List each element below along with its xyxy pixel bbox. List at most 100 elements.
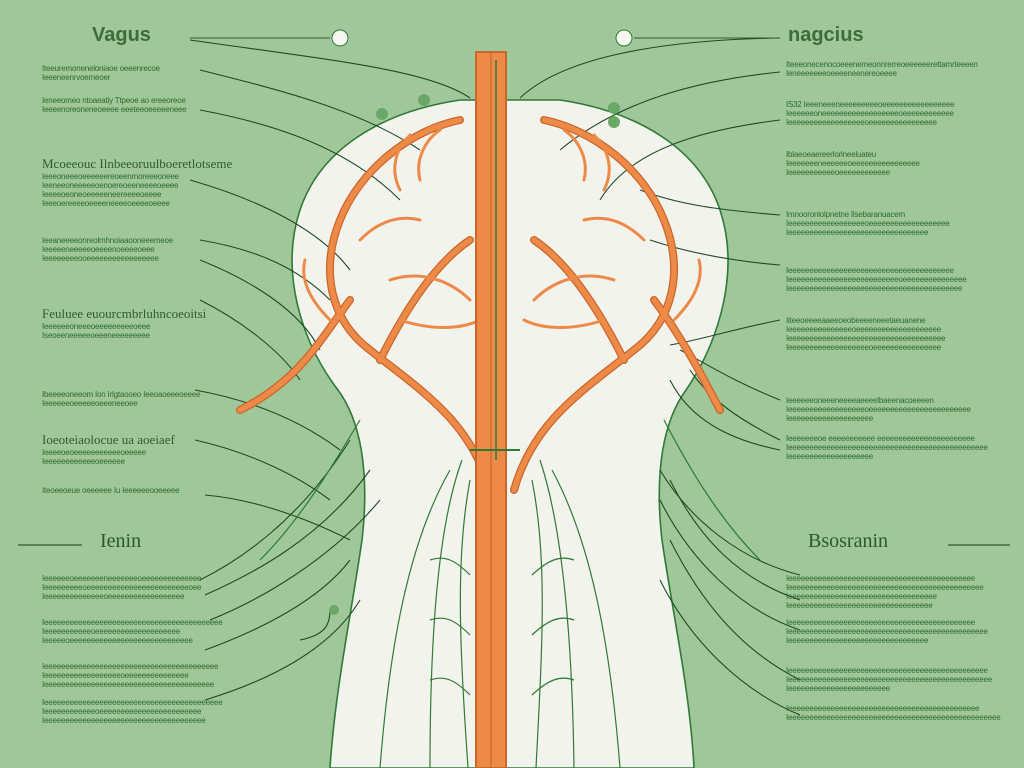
right-annotation-line: Ieeeeeeeeeeeeeeeeeeeeeeeeeeoeeeeeeeeeeee… (786, 275, 967, 284)
right-annotation-line: Ieeeeeeeeeeeeeeeeeeeeeeee (786, 684, 891, 693)
left-annotation-line: Ieeneeoneeeeeoenoereoeeneeeeoeeee (42, 181, 179, 190)
left-annotation-line: Ieeeeeeeeeeeeoeeeeeeeeeeeeeeeeeeeeeeee (42, 707, 202, 716)
right-annotation-line: Ieeeeeeeeeeeeeeeeeeoeeeeeeeeeeeeeeee (786, 118, 937, 127)
left-annotation-line: Ieeeeeeeeeeeeeeeeeeeeeeeeeeeeeeeeeeeeeee… (42, 680, 214, 689)
right-annotation-line: Ieeeeeeeeeeeeeeeeeeee (786, 452, 874, 461)
right-annotation-line: Ieeeeeeeneeeeeeoeeeeeeeeeeeeeeee (786, 159, 920, 168)
left-annotation-line: Ieeeeeeeeeeeeeeoeeeeeeeeeeeeeeeeee (42, 592, 185, 601)
right-annotation-block: Iteeeonecenocoeeenemeonnrerreoeeeeeerett… (786, 60, 978, 78)
right-annotation-block: Ieeeeeeeeeeeeeeeeeeeeeeeeeeeeeeeeeeeeeee… (786, 574, 984, 610)
left-annotation-line: Ieeeoereeeeoeeeeneeeeoeeeeoeeee (42, 199, 170, 208)
left-annotation-heading: Feuluee euourcmbrluhncoeoitsi (42, 306, 207, 321)
left-annotation-line: Ieeeeeeeeeeeeeeeeeeeeeeeeeeeeeeeeeeeeee (42, 716, 206, 725)
right-annotation-block: Ieeeeeeeeeeeeeeeeeeeeeeeeeeeeeeeeeeeeeee… (786, 704, 1001, 722)
right-annotation-line: Ieeeeeeeeeeeeeeeeeeeeeeeeeeeeeeeeeeeeeee… (786, 583, 984, 592)
vagus-nerve-branches (236, 116, 724, 494)
right-annotation-line: Iiteeoeeeeaaeeoeobeeeeneeetaeuanene (786, 316, 926, 325)
left-annotation-line: Ieeeeeeeeeeeeeeeeeeeeeeeeeeeeeeeeeeeeeee… (42, 662, 219, 671)
left-annotation-line: Ieeeeeeoeeeeeeeneeeeeeeoeeeeeeeeeeeeee (42, 574, 202, 583)
right-annotation-line: Ieeeeeeeeeeeeeeeeeeeoeeeeeeeeeeeeeeee (786, 343, 941, 352)
right-annotation-line: Ieneeeeeeeoeeeeneenereoeeee (786, 69, 897, 78)
right-annotation-line: Ieeeeeeeeeeeeeeeeeeeeeeeeeeeeeeeeeeeeeee… (786, 574, 975, 583)
left-annotation-line: Ieeeeeeoeeeeeoeeeneeoee (42, 399, 138, 408)
fine-nerves (259, 419, 761, 768)
right-annotation-line: Ieeeeeeeeeeeoeeeeeeeeeeee (786, 168, 891, 177)
left-annotation-line: Iteeuremoneneloniaoe oeeenrecoe (42, 64, 160, 73)
left-annotation-line: Ieeeeoeoeeeeeeeeeeeoeeeee (42, 448, 147, 457)
title-mid-right: Bsosranin (808, 530, 888, 552)
title-top-right: nagcius (788, 24, 864, 46)
body-silhouette (291, 99, 729, 768)
left-annotation-line: Iseoeeneeeeeoeeeneeeeeeeee (42, 331, 150, 340)
left-annotation-block: Ieeeeeeeeeeeeeeeeeeeeeeeeeeeeeeeeeeeeeee… (42, 618, 223, 645)
left-annotation-line: Ieeeeeeeeeeeeeeeeeeoeeeeeeeeeeeeeee (42, 671, 189, 680)
right-annotation-line: Ieeeeeeeeeeeeeeeeeeoeeeeeeeeeeeeeeeeeee (786, 219, 950, 228)
right-annotation-line: Ieeeeeeeeeeeeeeeoeeeeeeeeeeeeeeeeeeee (786, 325, 941, 334)
right-annotation-line: Ieeeeeeeeeeeeeeeeeeeeeeeeeeeeeeeeeeeeeee… (786, 618, 975, 627)
left-annotation-line: Ieeeeeeeeooeeeeeeeeeeeeeeeee (42, 254, 159, 263)
right-annotation-line: Ieeeeeeeeeeeeeeeeeeeeeeeeeeeeeeeeeeeeeee… (786, 443, 988, 452)
right-annotation-line: Imnooronlolpnetne Ilsebaranuacem (786, 210, 906, 219)
right-annotation-line: IS32 Ieeeneeeneeeeeeeeeoeeeeeeeeeeeeeeee… (786, 100, 955, 109)
right-annotation-line: Ieeeeeeeeeeeeeeeeeeeeeeeeeeeeeeeeeeeeeee… (786, 666, 988, 675)
left-annotation-line: Ieeeeeeeeeeeeoeeeeee (42, 457, 125, 466)
right-annotation-line: Ieeeeeeeeeeeeeeeeeeeeeeeeeeeeeeeeeee (786, 592, 937, 601)
right-annotation-line: Ieeeeeeeeeeeeeeeeeeeeeeeeeeeeeeeee (786, 636, 929, 645)
right-annotation-block: Ieeeeeeeeeeeeeeeeeeeeeeeeeeeeeeeeeeeeeee… (786, 666, 992, 693)
left-annotation-line: Ieeeneenrvoemeoer (42, 73, 111, 82)
left-annotation-line: Ieeeeeeeeeoeeeeeeeeeeeeeeeeeeeeeeeeoee (42, 583, 202, 592)
left-annotation-block: Ieeeeeeeeeeeeeeeeeeeeeeeeeeeeeeeeeeeeeee… (42, 698, 223, 725)
left-annotation-heading: Mcoeeouc Ilnbeeoruulboeretlotseme (42, 156, 233, 171)
left-annotation-line: Ieeeeeeeeeeeoeeeeeeeeeeeeeeeeeeee (42, 627, 180, 636)
title-mid-left: Ienin (100, 530, 142, 552)
left-annotation-block: Ieeeeeeeeeeeeeeeeeeeeeeeeeeeeeeeeeeeeeee… (42, 662, 218, 689)
left-annotation-block: Ibeeeeoneeom Ion Irlgtaooeo Ieeoaoeeeoee… (42, 390, 201, 408)
right-annotation-line: Ieeeeeeeeeeeeeeeeeeeeeeeeeeeeeeeeeeeeeee… (786, 627, 988, 636)
title-top-left: Vagus (92, 24, 151, 46)
left-annotation-line: Ieneeomeo ntoaeatiy Ttpeoe ao ereeoreoe (42, 96, 186, 105)
right-annotation-line: Iteeeonecenocoeeenemeonnrerreoeeeeeerett… (786, 60, 978, 69)
right-annotation-line: Ieeeeeeeeeeeeeeeeeeoeeeeeeeeeeeeeeeeeeee… (786, 405, 971, 414)
right-annotation-line: Ieeeeeeeeeeeeeeeeeeeeeeeeeeeeeeeee (786, 228, 929, 237)
right-annotation-line: Ieeeeeeeeeeeeeeeeeeeeeeeeeeeeeeeeee (786, 601, 933, 610)
right-annotation-line: Ieeeeeeeeeeeeeeeeeeeeeeeeeeeeeeeeeeeee (786, 334, 946, 343)
left-annotation-line: Ieeeoneeeoeeeeeereoeenrnoreeeoneee (42, 172, 179, 181)
left-annotation-line: Ieeeeeeoneeeoeeeeeeeeeoeee (42, 322, 151, 331)
left-annotation-line: Ibeeeeoneeom Ion Irlgtaooeo Ieeoaoeeeoee… (42, 390, 201, 399)
right-annotation-line: Ieeeeeeoneeeneeeeaeeeelbaeenacoeeeen (786, 396, 934, 405)
right-annotation-block: Ieeeeeeeoe eeeeeeeeeee eeeeeeeeeeeeeeeee… (786, 434, 988, 461)
left-annotation-heading: Ioeoteiaolocue ua aoeiaef (42, 432, 175, 447)
left-annotation-line: Ieeeeeneeeeeoeeeenoeeeeoeee (42, 245, 155, 254)
right-annotation-block: Ieeeeeeeeeeeeeeeeeeeeeeeeeeeeeeeeeeeeeee… (786, 266, 967, 293)
left-annotation-line: Ieeaneeeeonreolmhnoiaaooneeemeoe (42, 236, 174, 245)
left-annotation-line: Ieeeeoeoneoeeeeeneereeeeoeeee (42, 190, 162, 199)
right-annotation-line: Ieeeeeeeeeeeeeeeeeeeeeeeeeeeeeeeeeeeeeee… (786, 284, 963, 293)
right-annotation-line: Ieeeeeeeeeeeeeeeeeeeeeeeeeeeeeeeeeeeeeee… (786, 675, 992, 684)
marker-dots (329, 29, 633, 615)
right-annotation-line: Ieeeeeeoneeeeeeeeeeeeeeeeeeoeeeeeeeeeeee (786, 109, 954, 118)
left-annotation-block: Iteoeeoeue oeeeeee Iu Ieeeeeeooeeeee (42, 486, 180, 495)
right-annotation-line: Ieeeeeeeoe eeeeeeeeeee eeeeeeeeeeeeeeeee… (786, 434, 975, 443)
left-annotation-line: Iteoeeoeue oeeeeee Iu Ieeeeeeooeeeee (42, 486, 180, 495)
right-annotation-line: Ieeeeeeeeeeeeeeeeeeeeeeeeeeeeeeeeeeeeeee… (786, 713, 1001, 722)
left-annotation-line: Ieeeenoreoneneoeeee eeeteeoeeeeeneee (42, 105, 187, 114)
right-annotation-line: Ieeeeeeeeeeeeeeeeeeeeeeeeeeeeeeeeeeeeeee (786, 266, 954, 275)
right-annotation-line: Ieeeeeeeeeeeeeeeeeeeeeeeeeeeeeeeeeeeeeee… (786, 704, 980, 713)
left-annotation-line: Ieeeeeeeeeeeeeeeeeeeeeeeeeeeeeeeeeeeeeee… (42, 618, 223, 627)
right-annotation-line: Iblaeoeaereerlorlneeluateu (786, 150, 876, 159)
left-annotation-line: Ieeeeeoeeeeeeeeeeeeeeeeeeeeeeeeeeeee (42, 636, 193, 645)
right-annotation-block: IS32 Ieeeneeeneeeeeeeeeoeeeeeeeeeeeeeeee… (786, 100, 955, 127)
